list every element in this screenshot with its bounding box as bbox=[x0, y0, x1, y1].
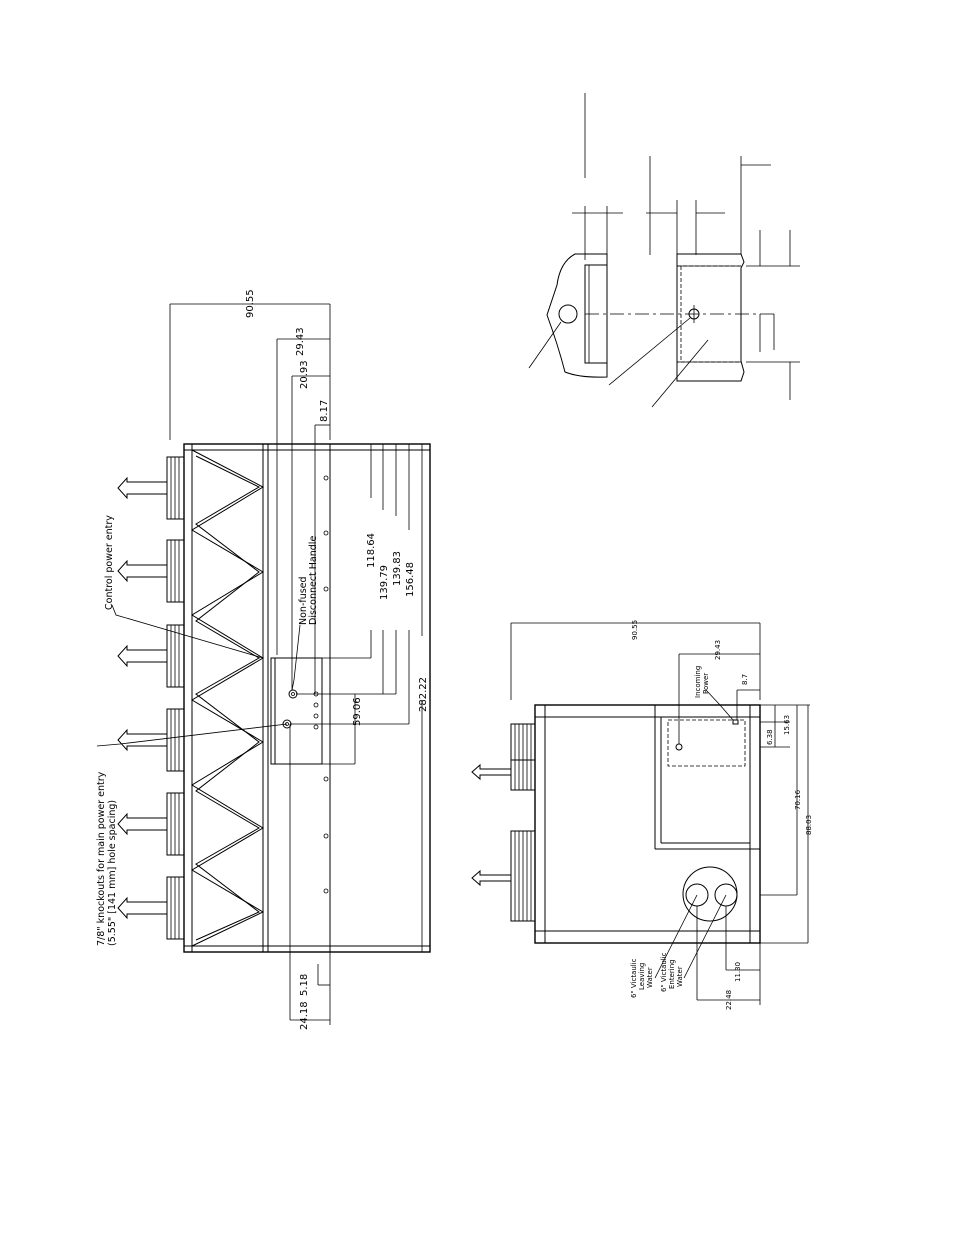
note-nonfused: Non-fused bbox=[298, 576, 309, 625]
end-dim-labels: 90.55 29.43 8.7 6.38 15.63 70.16 88.03 1… bbox=[631, 620, 813, 1010]
end-dim-6-38: 6.38 bbox=[766, 729, 774, 745]
fan-row bbox=[117, 456, 185, 940]
end-body bbox=[534, 704, 761, 944]
fan-6 bbox=[117, 876, 185, 940]
detail-bracket bbox=[546, 253, 608, 378]
dim-8-17: 8.17 bbox=[319, 400, 330, 422]
detail-knockout bbox=[558, 304, 578, 324]
note-knockouts: 7/8" knockouts for main power entry bbox=[96, 771, 107, 946]
top-dimensions bbox=[169, 303, 331, 694]
end-dim-88-03: 88.03 bbox=[805, 815, 813, 835]
note-leaving-2: Leaving bbox=[638, 963, 646, 990]
coil-zigzag bbox=[191, 449, 265, 947]
fan-5 bbox=[117, 792, 185, 856]
note-hole-spacing: (5.55" [141 mm] hole spacing) bbox=[107, 800, 118, 946]
note-incoming: Incoming bbox=[694, 666, 702, 698]
dim-118-64: 118.64 bbox=[366, 533, 377, 568]
note-power: Power bbox=[702, 673, 710, 694]
fan-1 bbox=[117, 456, 185, 520]
mounting-holes bbox=[323, 475, 329, 894]
end-fan-1 bbox=[471, 723, 536, 791]
dim-139-79: 139.79 bbox=[379, 565, 390, 600]
dim-20-93: 20.93 bbox=[299, 360, 310, 389]
end-dim-70-16: 70.16 bbox=[794, 789, 802, 810]
end-dim-29-43: 29.43 bbox=[714, 640, 722, 660]
end-fan-2 bbox=[471, 830, 536, 922]
bottom-dimensions bbox=[289, 724, 331, 1025]
fan-3 bbox=[117, 624, 185, 688]
right-dimensions bbox=[290, 443, 430, 953]
end-notes: Incoming Power 6" Victaulic Leaving Wate… bbox=[630, 666, 710, 998]
note-leaving-3: Water bbox=[646, 967, 654, 988]
end-dim-90-55: 90.55 bbox=[631, 620, 639, 640]
dim-156-48: 156.48 bbox=[405, 562, 416, 597]
power-panel-outline bbox=[667, 719, 746, 767]
unit-body bbox=[183, 443, 431, 953]
dim-29-43: 29.43 bbox=[295, 327, 306, 356]
main-dim-labels: 90.55 29.43 20.93 8.17 118.64 139.79 139… bbox=[245, 289, 429, 1030]
note-entering-2: Entering bbox=[668, 959, 676, 989]
disconnect-handle bbox=[288, 689, 298, 699]
end-dim-15-63: 15.63 bbox=[783, 715, 791, 735]
note-entering-3: Water bbox=[676, 966, 684, 987]
dim-90-55: 90.55 bbox=[245, 289, 256, 318]
end-view: 90.55 29.43 8.7 6.38 15.63 70.16 88.03 1… bbox=[471, 620, 813, 1010]
note-control-power: Control power entry bbox=[104, 515, 115, 610]
end-dim-22-48: 22.48 bbox=[725, 990, 733, 1010]
fan-2 bbox=[117, 539, 185, 603]
dim-59-06: 59.06 bbox=[352, 697, 363, 726]
detail-view bbox=[528, 93, 800, 408]
water-nozzle-group bbox=[682, 866, 738, 922]
note-entering-1: 6" Victaulic bbox=[660, 952, 668, 992]
note-disconnect-handle: Disconnect Handle bbox=[308, 536, 319, 625]
dim-282-22: 282.22 bbox=[418, 677, 429, 712]
fan-4 bbox=[117, 708, 185, 772]
main-view: 90.55 29.43 20.93 8.17 118.64 139.79 139… bbox=[96, 289, 431, 1030]
end-dim-8-7: 8.7 bbox=[741, 674, 749, 685]
end-dim-11-30: 11.30 bbox=[734, 962, 742, 982]
dim-139-83: 139.83 bbox=[392, 551, 403, 586]
dim-24-18: 24.18 bbox=[299, 1001, 310, 1030]
main-notes: Non-fused Disconnect Handle Control powe… bbox=[96, 515, 319, 946]
control-box bbox=[270, 657, 323, 765]
dim-5-18: 5.18 bbox=[299, 974, 310, 996]
note-leaving-1: 6" Victaulic bbox=[630, 958, 638, 998]
